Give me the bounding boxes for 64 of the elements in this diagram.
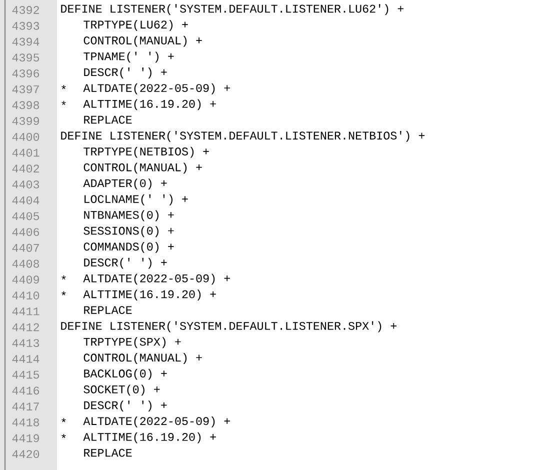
code-line: DESCR(' ') + (84, 400, 167, 412)
line-number: 4415 (12, 370, 40, 379)
code-line: COMMANDS(0) + (84, 242, 174, 253)
line-number: 4403 (12, 180, 40, 188)
line-number: 4396 (12, 69, 40, 78)
line-number: 4395 (12, 54, 40, 62)
code-line: BACKLOG(0) + (84, 368, 167, 380)
line-number: 4393 (12, 22, 40, 30)
line-number: 4414 (12, 355, 40, 363)
line-number: 4394 (12, 38, 40, 46)
code-line: DESCR(' ') + (84, 258, 167, 269)
line-number: 4420 (12, 450, 40, 458)
line-number: 4417 (12, 402, 39, 410)
code-line: TRPTYPE(LU62) + (84, 20, 188, 31)
line-number: 4392 (12, 6, 39, 14)
code-line: ALTDATE(2022-05-09) + (83, 274, 230, 285)
line-number: 4406 (12, 228, 40, 236)
asterisk: * (62, 275, 66, 280)
code-line: DEFINE LISTENER('SYSTEM.DEFAULT.LISTENER.NETBIOS') + (61, 131, 425, 142)
line-number: 4412 (12, 323, 39, 332)
line-number: 4398 (12, 101, 40, 110)
code-line: ALTDATE(2022-05-09) + (83, 83, 230, 94)
line-number: 4405 (12, 212, 40, 220)
line-number: 4411 (12, 307, 40, 316)
line-number: 4418 (12, 418, 40, 426)
line-number: 4416 (12, 386, 40, 395)
asterisk: * (62, 85, 66, 90)
line-number: 4408 (12, 260, 40, 268)
line-number: 4399 (12, 117, 39, 125)
asterisk: * (62, 291, 66, 296)
code-line: ADAPTER(0) + (83, 178, 167, 190)
code-line: CONTROL(MANUAL) + (84, 36, 202, 47)
code-line: CONTROL(MANUAL) + (84, 162, 202, 174)
line-number: 4404 (12, 196, 40, 204)
code-line: LOCLNAME(' ') + (84, 194, 188, 206)
code-line: DEFINE LISTENER('SYSTEM.DEFAULT.LISTENER.SPX') + (61, 321, 396, 332)
code-line: REPLACE (84, 448, 132, 457)
code-line: NTBNAMES(0) + (84, 210, 174, 222)
code-line: REPLACE (84, 306, 132, 314)
code-line: SESSIONS(0) + (84, 226, 174, 238)
line-number: 4409 (12, 276, 39, 284)
code-line: DEFINE LISTENER('SYSTEM.DEFAULT.LISTENER.LU62') + (61, 4, 404, 16)
code-line: REPLACE (84, 116, 132, 124)
asterisk: * (62, 418, 66, 422)
line-number: 4413 (12, 339, 40, 348)
line-number: 4401 (12, 148, 40, 157)
code-line: CONTROL(MANUAL) + (84, 353, 202, 364)
line-number: 4397 (12, 85, 39, 94)
code-line: ALTTIME(16.19.20) + (83, 290, 216, 300)
asterisk: * (62, 434, 66, 438)
line-number: 4400 (12, 132, 40, 141)
code-line: TPNAME(' ') + (84, 52, 174, 63)
line-number: 4410 (12, 292, 40, 300)
line-number: 4419 (12, 434, 39, 442)
code-line: SOCKET(0) + (84, 384, 160, 396)
asterisk: * (62, 100, 66, 106)
code-line: DESCR(' ') + (84, 68, 167, 78)
code-line: ALTTIME(16.19.20) + (83, 99, 216, 110)
code-line: ALTDATE(2022-05-09) + (83, 416, 230, 428)
code-line: ALTTIME(16.19.20) + (83, 432, 216, 444)
line-number: 4402 (12, 164, 39, 173)
code-line: TRPTYPE(NETBIOS) + (84, 146, 209, 158)
line-number: 4407 (12, 244, 39, 252)
code-line: TRPTYPE(SPX) + (84, 337, 181, 348)
